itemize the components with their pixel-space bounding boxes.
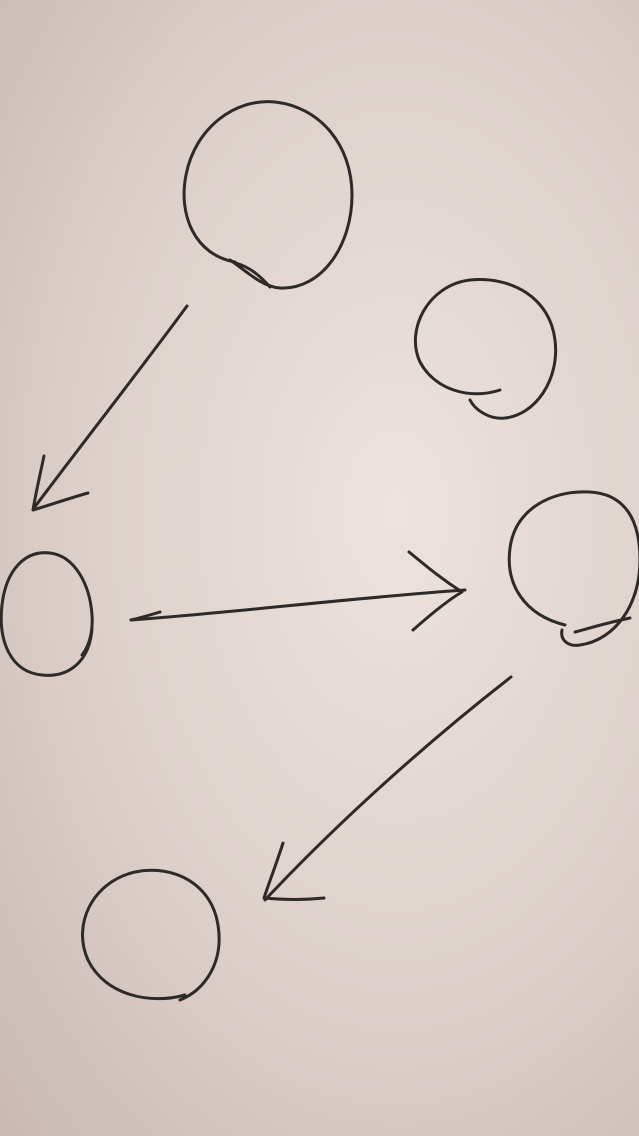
- node-circle-2: [414, 278, 558, 420]
- node-circle-1: [182, 100, 354, 290]
- node-circle-3: [0, 551, 94, 677]
- edge-arrow-3-to-4: [129, 550, 467, 632]
- node-circle-5: [81, 868, 221, 1002]
- edge-line-1-3: [32, 304, 189, 510]
- edge-line-3-4: [129, 588, 467, 622]
- arrowhead-3-4: [407, 550, 464, 632]
- arrowhead-1-3: [31, 454, 90, 512]
- node-circle-4: [507, 490, 639, 647]
- edge-arrow-1-to-3: [31, 304, 189, 512]
- arrowhead-4-5: [262, 841, 326, 901]
- edge-line-4-5: [263, 675, 513, 902]
- arrowhead-3-4-extra: [129, 610, 162, 622]
- edge-arrow-4-to-5: [262, 675, 513, 902]
